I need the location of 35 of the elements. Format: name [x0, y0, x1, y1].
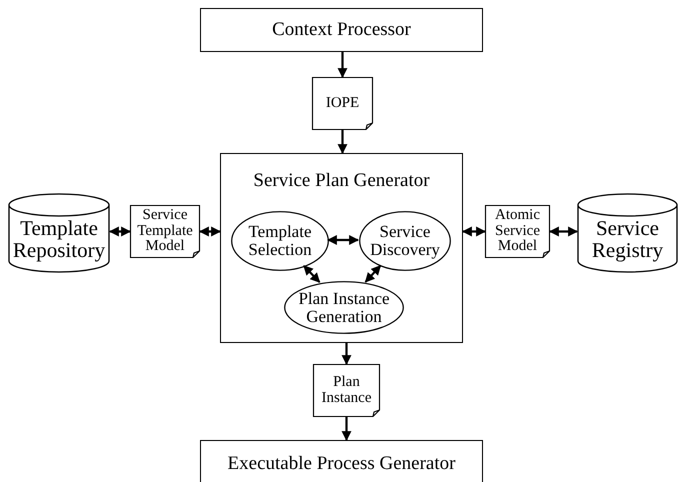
arrow — [364, 265, 382, 283]
node-label: IOPE — [326, 96, 360, 112]
database-cylinder — [8, 193, 110, 273]
node-label: Template Repository — [12, 216, 106, 262]
arrow — [327, 235, 359, 245]
node-label: Template Selection — [247, 223, 313, 259]
process-box — [200, 440, 483, 482]
node-label: Service Template Model — [136, 208, 194, 256]
arrow — [109, 226, 131, 236]
node-label: Service Registry — [590, 216, 664, 262]
process-ellipse — [359, 211, 451, 271]
document-shape — [312, 77, 373, 130]
arrow — [303, 265, 320, 283]
arrow — [342, 343, 352, 365]
arrow — [549, 226, 578, 236]
arrow — [462, 226, 486, 236]
document-shape — [485, 205, 550, 258]
arrow — [338, 130, 348, 154]
arrow — [342, 417, 352, 441]
node-label: Service Plan Generator — [253, 171, 430, 191]
node-label: Atomic Service Model — [494, 208, 541, 256]
node-label: Executable Process Generator — [228, 454, 456, 474]
container-box — [220, 153, 463, 343]
node-label: Context Processor — [272, 20, 411, 40]
database-cylinder — [577, 193, 678, 273]
node-label: Plan Instance — [320, 374, 372, 406]
node-label: Service Discovery — [369, 223, 441, 259]
arrow — [199, 226, 221, 236]
process-ellipse — [284, 281, 404, 334]
node-label: Plan Instance Generation — [297, 290, 391, 326]
process-box — [200, 8, 483, 52]
document-shape — [313, 364, 380, 417]
document-shape — [130, 205, 200, 258]
arrow — [338, 52, 348, 78]
process-ellipse — [231, 211, 329, 271]
